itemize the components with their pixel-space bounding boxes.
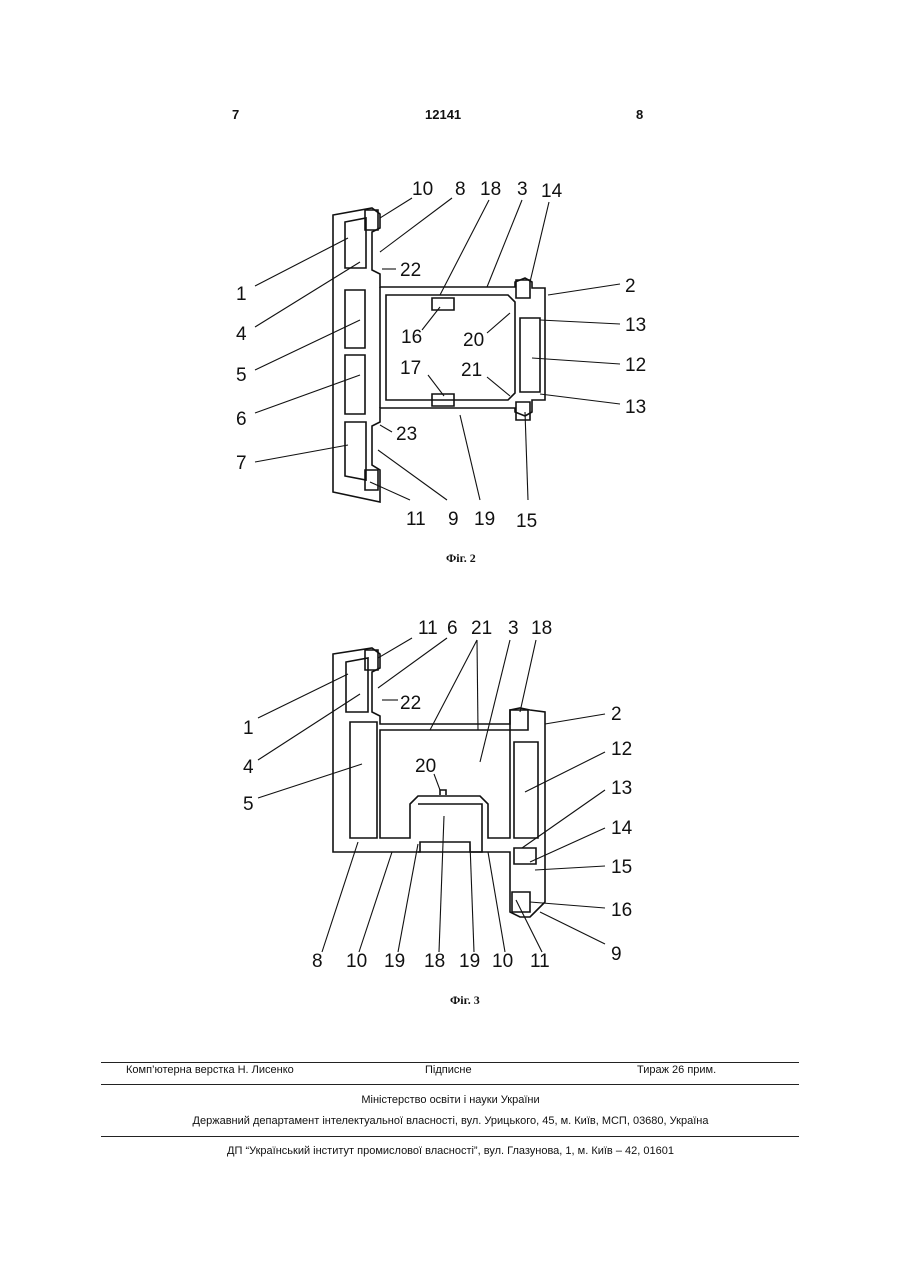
fig3-label: 22: [400, 693, 421, 714]
fig3-label: 10: [346, 951, 367, 972]
fig2-label: 20: [463, 330, 484, 351]
fig3-leaders: [258, 638, 605, 952]
fig2-label: 18: [480, 179, 501, 200]
footer-divider-middle: [101, 1084, 799, 1085]
fig3-label: 8: [312, 951, 323, 972]
fig2-label: 13: [625, 397, 646, 418]
fig3-label: 3: [508, 618, 519, 639]
fig2-leaders: [255, 198, 620, 500]
fig2-label: 23: [396, 424, 417, 445]
footer-circulation: Тираж 26 прим.: [637, 1064, 716, 1076]
footer-institute: ДП “Український інститут промислової вла…: [0, 1145, 901, 1157]
fig2-label: 9: [448, 509, 459, 530]
fig2-label: 5: [236, 365, 247, 386]
footer-department: Державний департамент інтелектуальної вл…: [0, 1115, 901, 1127]
fig2-profile: [333, 208, 545, 502]
fig2-label: 7: [236, 453, 247, 474]
fig3-label: 19: [459, 951, 480, 972]
fig2-label: 15: [516, 511, 537, 532]
fig2-label: 17: [400, 358, 421, 379]
fig2-label: 16: [401, 327, 422, 348]
fig3-label: 19: [384, 951, 405, 972]
footer-ministry: Міністерство освіти і науки України: [0, 1094, 901, 1106]
fig3-caption: Фіг. 3: [450, 993, 480, 1008]
fig3-label: 1: [243, 718, 254, 739]
fig3-label: 5: [243, 794, 254, 815]
figure-3: 11 6 21 3 18 1 22 2 4 12 20 5 13 14 15 1…: [0, 612, 901, 977]
fig3-label: 13: [611, 778, 632, 799]
fig2-label: 14: [541, 181, 563, 202]
fig3-label: 20: [415, 756, 436, 777]
fig3-label: 18: [531, 618, 552, 639]
fig3-label: 18: [424, 951, 445, 972]
fig2-label: 2: [625, 276, 636, 297]
footer-layout-credit: Комп’ютерна верстка Н. Лисенко: [126, 1064, 294, 1076]
figure-2: 10 8 18 3 14 1 22 2 4 16 20 13 5 12 17 2…: [0, 170, 901, 540]
fig2-label: 1: [236, 284, 247, 305]
fig3-label: 15: [611, 857, 632, 878]
fig2-labels: 10 8 18 3 14 1 22 2 4 16 20 13 5 12 17 2…: [236, 179, 646, 532]
page-number-right: 8: [636, 107, 643, 122]
fig2-label: 3: [517, 179, 528, 200]
fig2-label: 13: [625, 315, 646, 336]
fig2-caption: Фіг. 2: [446, 551, 476, 566]
fig3-label: 6: [447, 618, 458, 639]
fig3-label: 21: [471, 618, 492, 639]
fig3-label: 14: [611, 818, 633, 839]
fig2-label: 19: [474, 509, 495, 530]
fig2-label: 11: [406, 509, 426, 530]
fig3-label: 10: [492, 951, 513, 972]
fig3-label: 9: [611, 944, 622, 965]
fig3-label: 11: [418, 618, 438, 639]
footer-divider-top: [101, 1062, 799, 1063]
figure-2-drawing: 10 8 18 3 14 1 22 2 4 16 20 13 5 12 17 2…: [0, 170, 901, 540]
fig3-label: 16: [611, 900, 632, 921]
page-number-left: 7: [232, 107, 239, 122]
fig2-label: 4: [236, 324, 247, 345]
fig3-label: 4: [243, 757, 254, 778]
fig2-label: 10: [412, 179, 433, 200]
fig2-label: 21: [461, 360, 482, 381]
fig2-label: 22: [400, 260, 421, 281]
fig3-label: 11: [530, 951, 550, 972]
figure-3-drawing: 11 6 21 3 18 1 22 2 4 12 20 5 13 14 15 1…: [0, 612, 901, 977]
patent-number: 12141: [425, 107, 461, 122]
fig2-label: 6: [236, 409, 247, 430]
fig3-label: 12: [611, 739, 632, 760]
footer-signed: Підписне: [425, 1064, 472, 1076]
fig2-label: 8: [455, 179, 466, 200]
fig3-labels: 11 6 21 3 18 1 22 2 4 12 20 5 13 14 15 1…: [243, 618, 633, 972]
fig3-profile: [333, 648, 545, 917]
footer-divider-bottom: [101, 1136, 799, 1137]
fig2-label: 12: [625, 355, 646, 376]
fig3-label: 2: [611, 704, 622, 725]
